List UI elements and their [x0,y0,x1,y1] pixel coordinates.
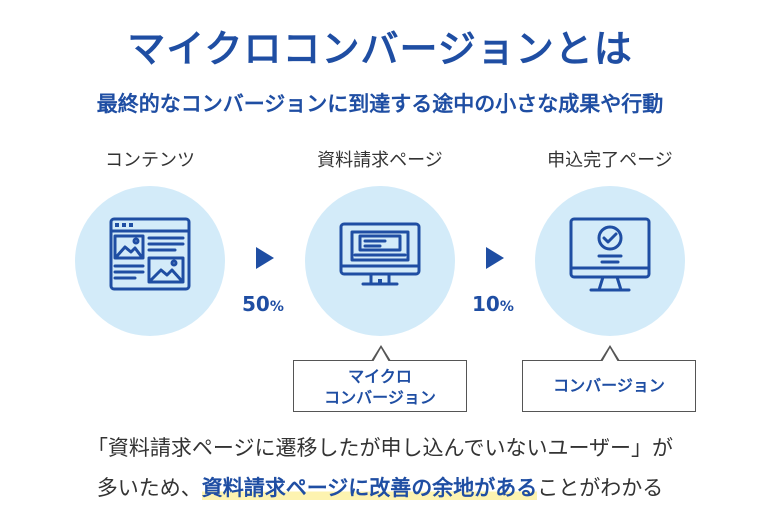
callout-micro-conversion: マイクロ コンバージョン [293,345,467,412]
step-circle-content [75,186,225,336]
transition-rate-1-unit: % [269,299,284,315]
callout-micro-conversion-line2: コンバージョン [324,388,436,407]
conclusion-line-2: 多いため、資料請求ページに改善の余地があることがわかる [0,472,760,502]
flow-arrow-1 [256,247,274,269]
callout-micro-conversion-line1: マイクロ [348,367,412,386]
transition-rate-2: 10% [472,292,514,316]
step-circle-complete-page [535,186,685,336]
transition-rate-2-value: 10 [472,292,500,316]
conclusion-line-1: 「資料請求ページに遷移したが申し込んでいないユーザー」が [86,436,674,460]
step-circle-request-page [305,186,455,336]
monitor-check-icon [569,217,651,292]
page-title: マイクロコンバージョンとは [127,27,633,71]
step-label-content: コンテンツ [105,150,195,171]
transition-rate-1-value: 50 [242,292,270,316]
content-layout-icon [109,217,191,291]
conclusion-line-2-prefix: 多いため、 [96,476,202,500]
conclusion-line-2-suffix: ことがわかる [537,476,664,500]
callout-conversion: コンバージョン [522,345,696,412]
transition-rate-1: 50% [242,292,284,316]
flow-arrow-2 [486,247,504,269]
transition-rate-2-unit: % [499,299,514,315]
conclusion-highlight: 資料請求ページに改善の余地がある [201,476,538,500]
callout-conversion-line1: コンバージョン [553,376,665,395]
step-label-request-page: 資料請求ページ [317,150,443,171]
page-subtitle: 最終的なコンバージョンに到達する途中の小さな成果や行動 [96,92,664,116]
monitor-form-icon [339,222,421,286]
step-label-complete-page: 申込完了ページ [547,150,673,171]
